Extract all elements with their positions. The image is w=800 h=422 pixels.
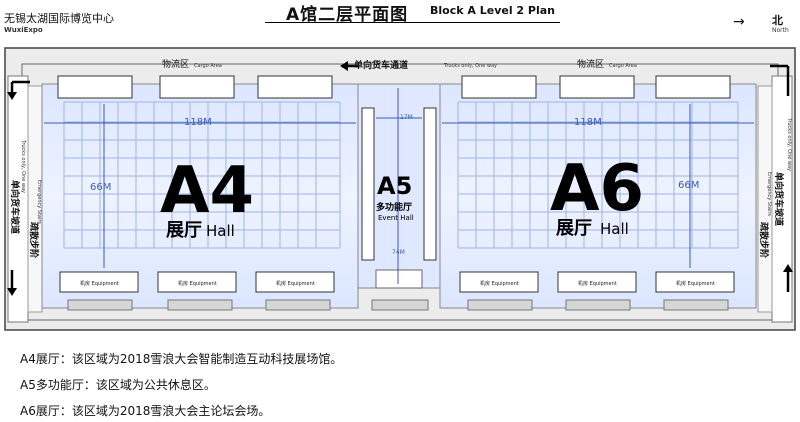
hall-a4-code: A4 bbox=[160, 154, 254, 228]
equipment-labels: 机房 Equipment 机房 Equipment 机房 Equipment 机… bbox=[80, 280, 715, 287]
svg-text:机房 Equipment: 机房 Equipment bbox=[80, 280, 119, 287]
right-stairs-label-en: Emergency Stairs bbox=[766, 172, 772, 216]
stair-bars bbox=[67, 299, 729, 311]
legend-a6: A6展厅：该区域为2018雪浪大会主论坛会场。 bbox=[20, 404, 271, 418]
legend-a4: A4展厅：该区域为2018雪浪大会智能制造互动科技展场馆。 bbox=[20, 352, 343, 366]
hall-a4-name: 展厅 bbox=[166, 220, 202, 241]
logo-text-en: WuxiExpo bbox=[4, 26, 43, 34]
truck-arrow-left-icon bbox=[340, 61, 348, 71]
svg-text:机房 Equipment: 机房 Equipment bbox=[276, 280, 315, 287]
ramp-arrow-down-icon bbox=[7, 92, 17, 100]
page-title-cn: A馆二层平面图 bbox=[286, 5, 409, 25]
cargo-area-right-en: Cargo Area bbox=[609, 63, 637, 69]
hall-a5-name: 多功能厅 bbox=[376, 201, 412, 213]
dimension-lines bbox=[44, 88, 754, 284]
left-stairs-label: 疏散步阶 bbox=[28, 222, 40, 259]
left-ramp-label-en: Trucks only, One way bbox=[20, 139, 26, 193]
legend-a5: A5多功能厅：该区域为公共休息区。 bbox=[20, 378, 216, 392]
cargo-area-right: 物流区 bbox=[577, 58, 604, 70]
svg-text:机房 Equipment: 机房 Equipment bbox=[178, 280, 217, 287]
hall-a4-name-en: Hall bbox=[206, 222, 235, 240]
a6-height-label: 66M bbox=[678, 180, 699, 191]
hall-a6-area bbox=[439, 83, 757, 309]
title-underline bbox=[265, 22, 560, 23]
a6-width-label: 118M bbox=[574, 117, 602, 128]
a5-height-label: 74M bbox=[392, 249, 405, 256]
truck-lane-label-en: Trucks only, One way bbox=[443, 63, 497, 69]
booth-grid-a6 bbox=[457, 101, 739, 249]
cargo-area-left: 物流区 bbox=[162, 58, 189, 70]
page-title-en: Block A Level 2 Plan bbox=[430, 4, 555, 17]
north-arrow-icon: → bbox=[733, 14, 745, 30]
hall-a4-area bbox=[41, 83, 359, 309]
hall-a6-name-en: Hall bbox=[600, 220, 629, 238]
truck-lane-arrows bbox=[10, 64, 790, 292]
truck-lane-label: 单向货车通道 bbox=[354, 59, 408, 71]
a4-height-label: 66M bbox=[90, 182, 111, 193]
right-stairs-label: 疏散步阶 bbox=[758, 222, 770, 259]
ramp-arrow-down-icon-2 bbox=[7, 288, 17, 296]
right-ramp-label-en: Trucks only, One way bbox=[786, 117, 792, 171]
a4-width-label: 118M bbox=[184, 117, 212, 128]
top-rooms bbox=[57, 75, 731, 99]
cargo-area-left-en: Cargo Area bbox=[194, 63, 222, 69]
left-stairs-label-en: Emergency Stairs bbox=[36, 180, 42, 224]
logo-text-cn: 无锡太湖国际博览中心 bbox=[4, 12, 114, 25]
hall-a5-code: A5 bbox=[377, 172, 412, 200]
north-label-en: North bbox=[772, 27, 789, 34]
north-label: 北 bbox=[772, 14, 783, 27]
svg-text:机房 Equipment: 机房 Equipment bbox=[578, 280, 617, 287]
booth-grid-a4 bbox=[63, 101, 341, 249]
hall-a6-name: 展厅 bbox=[556, 218, 592, 239]
svg-text:机房 Equipment: 机房 Equipment bbox=[480, 280, 519, 287]
hall-a6-code: A6 bbox=[550, 152, 644, 226]
ramp-arrow-up-icon bbox=[783, 264, 793, 272]
floor-plan: 物流区 Cargo Area 物流区 Cargo Area 单向货车通道 Tru… bbox=[4, 47, 796, 331]
right-ramp-label: 单向货车坡道 bbox=[773, 172, 785, 226]
equipment-rooms bbox=[59, 271, 735, 293]
hall-a5-name-en: Event Hall bbox=[378, 214, 414, 222]
left-ramp-label: 单向货车坡道 bbox=[9, 180, 21, 234]
a5-width-label: 17M bbox=[400, 114, 413, 121]
svg-text:机房 Equipment: 机房 Equipment bbox=[676, 280, 715, 287]
